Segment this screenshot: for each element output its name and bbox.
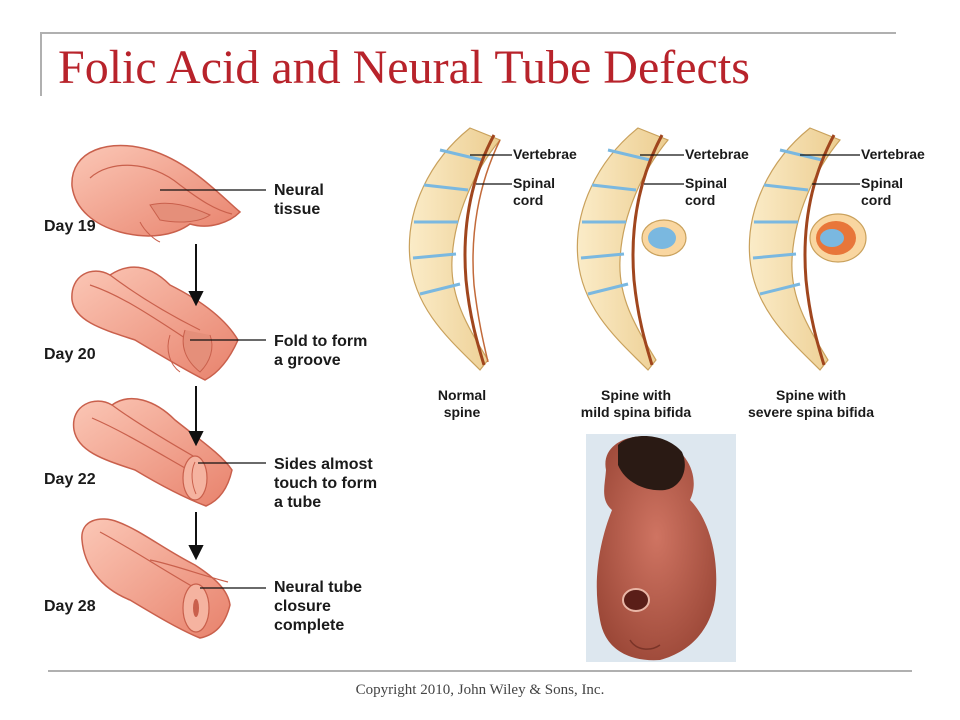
embryo-leader-lines [160,189,266,589]
title-frame-left [40,32,42,96]
infant-spina-bifida-photo [586,434,736,662]
slide-title: Folic Acid and Neural Tube Defects [58,41,750,94]
spine3-caption-line1: Spine with [776,387,846,403]
spine1-cord-line2: cord [513,192,544,208]
spine2-cord-line1: Spinal [685,175,728,191]
copyright-footer: Copyright 2010, John Wiley & Sons, Inc. [355,682,605,698]
day-label-20: Day 20 [44,346,96,363]
stage-label-22-line1: Sides almost [274,456,373,473]
stage-label-22: Sides almost touch to form a tube [274,455,377,512]
day-label-22: Day 22 [44,471,96,488]
spine1-caption: Normal spine [412,387,512,421]
spine2-caption: Spine with mild spina bifida [566,387,706,421]
stage-label-28-line1: Neural tube [274,579,363,596]
spine3-vertebrae-label: Vertebrae [861,146,925,162]
stage-label-28-line3: complete [274,617,345,634]
spine1-cord-label: Spinal cord [513,175,555,209]
spine1-caption-line2: spine [443,404,481,420]
spine-leader-lines [470,154,860,185]
footer-divider [48,670,912,672]
stage-label-28-line2: closure [274,598,331,615]
spine3-caption-line2: severe spina bifida [747,404,875,420]
stage-label-22-line2: touch to form [274,475,378,492]
stage-label-28: Neural tube closure complete [274,578,362,635]
stage-label-22-line3: a tube [274,494,322,511]
spine-severe-spina-bifida-illustration [748,127,867,371]
spine3-cord-line2: cord [861,192,892,208]
spine2-vertebrae-label: Vertebrae [685,146,749,162]
stage-label-19-line1: Neural [274,182,324,199]
spine2-cord-line2: cord [685,192,716,208]
spine-normal-illustration [408,127,501,371]
day-label-28: Day 28 [44,598,96,615]
spine2-caption-line1: Spine with [601,387,671,403]
stage-arrows [188,244,204,561]
spine1-caption-line1: Normal [437,387,487,403]
stage-label-19-line2: tissue [274,201,321,218]
spine-mild-spina-bifida-illustration [576,127,687,371]
embryo-day20-illustration [71,266,239,381]
title-frame-top [40,32,896,34]
spine3-cord-label: Spinal cord [861,175,903,209]
embryo-day28-illustration [81,518,231,639]
embryo-day19-illustration [71,144,242,243]
spine1-cord-line1: Spinal [513,175,556,191]
spine2-cord-label: Spinal cord [685,175,727,209]
spine2-caption-line2: mild spina bifida [580,404,692,420]
stage-label-20-line2: a groove [274,352,341,369]
stage-label-19: Neural tissue [274,181,324,219]
spine1-vertebrae-label: Vertebrae [513,146,577,162]
stage-label-20-line1: Fold to form [274,333,368,350]
day-label-19: Day 19 [44,218,96,235]
embryo-day22-illustration [72,397,233,507]
stage-label-20: Fold to form a groove [274,332,367,370]
spine3-caption: Spine with severe spina bifida [736,387,886,421]
spine3-cord-line1: Spinal [861,175,904,191]
